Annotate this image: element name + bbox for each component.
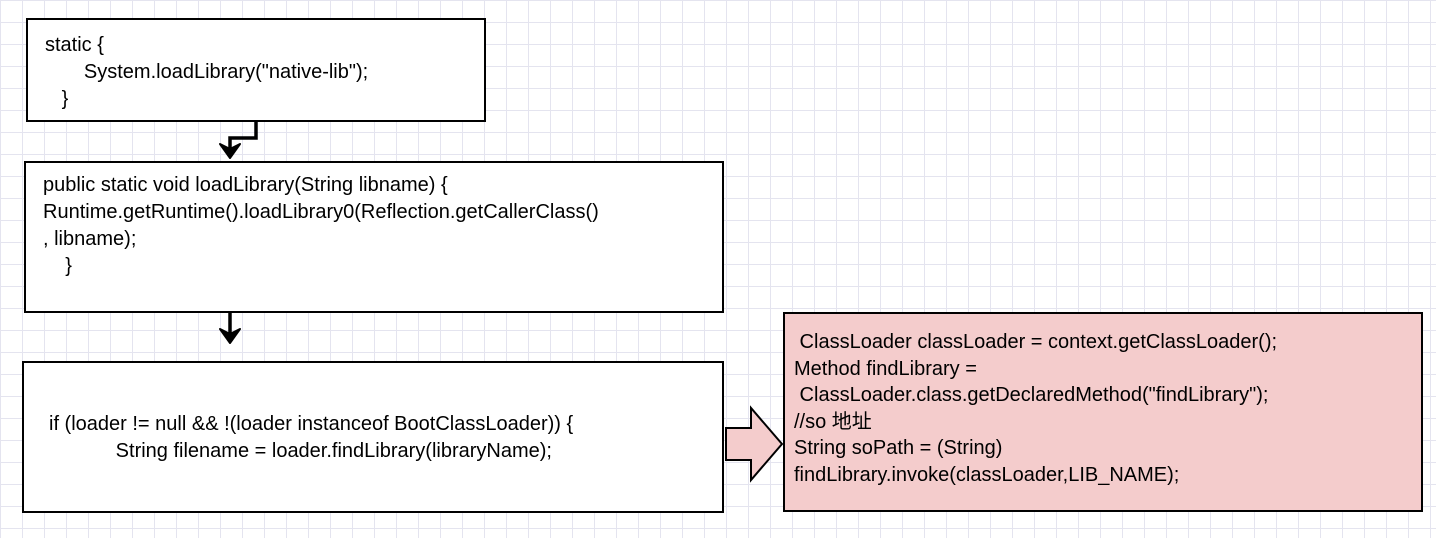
code-line: Method findLibrary = — [794, 357, 977, 380]
block-arrow-to-note — [725, 405, 784, 483]
static-block-box: static { System.loadLibrary("native-lib"… — [26, 18, 486, 122]
code-line: } — [43, 255, 72, 277]
code-line: ClassLoader classLoader = context.getCla… — [794, 331, 1278, 353]
code-line: ClassLoader.class.getDeclaredMethod("fin… — [794, 384, 1269, 406]
arrowhead-static-to-loadlibrary — [219, 143, 241, 159]
code-line: static { — [45, 34, 104, 56]
code-line: //so 地址 — [794, 410, 872, 433]
find-library-call-box: if (loader != null && !(loader instanceo… — [22, 361, 724, 513]
code-line: findLibrary.invoke(classLoader,LIB_NAME)… — [794, 463, 1180, 486]
code-line: , libname); — [43, 228, 137, 250]
code-line: String filename = loader.findLibrary(lib… — [49, 440, 552, 462]
code-line: Runtime.getRuntime().loadLibrary0(Reflec… — [43, 201, 599, 223]
reflection-note-box: ClassLoader classLoader = context.getCla… — [783, 312, 1423, 512]
code-line: System.loadLibrary("native-lib"); — [45, 61, 369, 83]
load-library-box: public static void loadLibrary(String li… — [24, 161, 724, 313]
arrow-static-to-loadlibrary — [228, 122, 258, 150]
code-line: public static void loadLibrary(String li… — [43, 174, 448, 196]
code-line: } — [45, 88, 69, 110]
code-line: if (loader != null && !(loader instanceo… — [49, 413, 574, 435]
arrowhead-loadlibrary-to-findlibrary — [219, 328, 241, 344]
code-line: String soPath = (String) — [794, 437, 1003, 459]
